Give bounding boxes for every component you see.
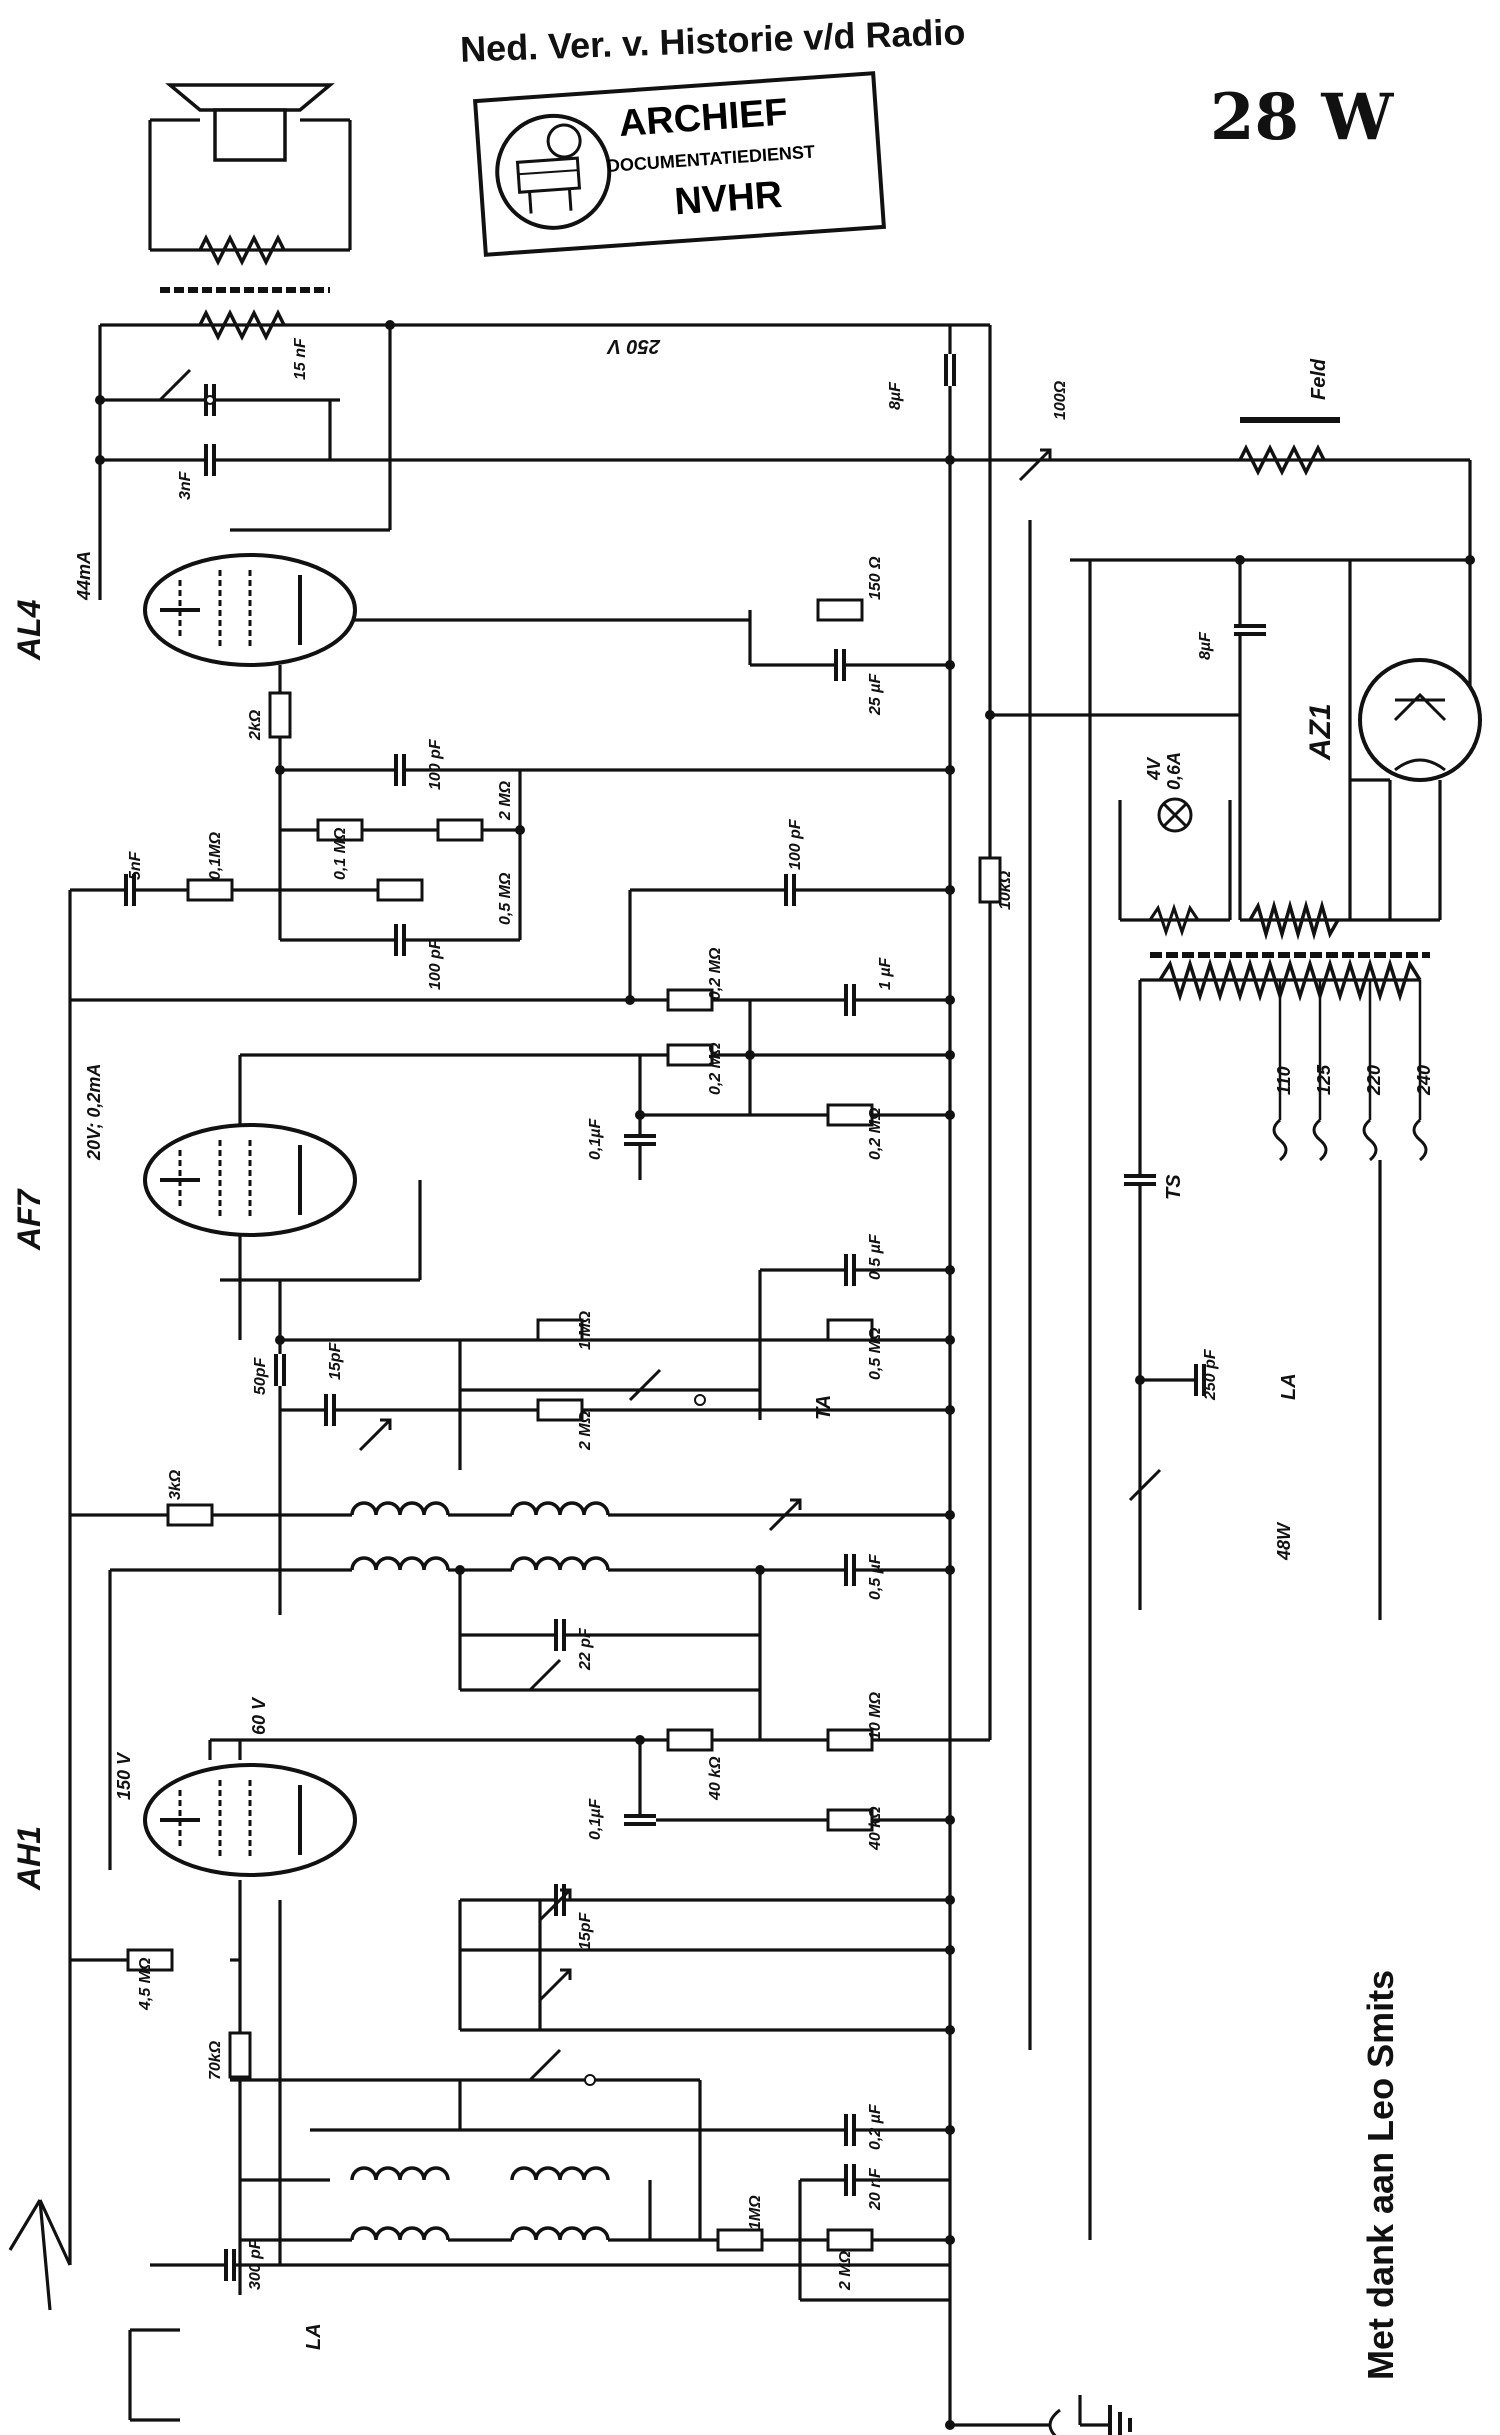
value-r05m: 0,5 MΩ — [867, 1327, 884, 1380]
value-c8uf-a: 8µF — [887, 381, 904, 410]
label-lamp-v: 4V — [1144, 756, 1164, 781]
value-c05uf-b: 0,5 µF — [867, 1553, 884, 1600]
value-c01uf-a: 0,1µF — [587, 1118, 604, 1160]
label-tap-220: 220 — [1364, 1065, 1384, 1096]
value-r70k: 70kΩ — [207, 2040, 224, 2080]
az1-tube-icon — [1358, 658, 1482, 782]
label-ta: TA — [813, 1395, 835, 1420]
value-r40k-a: 40 kΩ — [707, 1756, 724, 1801]
tube-label-ah1: AH1 — [11, 1826, 47, 1891]
value-c15pf-b: 15pF — [577, 1911, 594, 1950]
value-r02m-c: 0,2 MΩ — [867, 1107, 884, 1160]
label-tap-125: 125 — [1314, 1064, 1334, 1095]
value-r01m: 0,1MΩ — [207, 831, 224, 880]
nvhr-logo-icon — [495, 113, 612, 230]
value-r01m-b: 0,1 MΩ — [332, 827, 349, 880]
tube-label-az1: AZ1 — [1304, 703, 1337, 761]
value-pot05m: 0,5 MΩ — [497, 872, 514, 925]
value-c100pf-a: 100 pF — [427, 738, 444, 790]
value-c02uf: 0,2 µF — [867, 2103, 884, 2150]
value-r150: 150 Ω — [867, 556, 884, 600]
tube-label-af7: AF7 — [11, 1187, 47, 1251]
value-r02m-b: 0,2 MΩ — [707, 1042, 724, 1095]
value-r2k: 2kΩ — [247, 709, 264, 741]
value-c05uf-a: 0,5 µF — [867, 1233, 884, 1280]
value-r3k: 3kΩ — [167, 1469, 184, 1500]
value-c3nf: 3nF — [177, 470, 194, 500]
archive-stamp: ARCHIEF DOCUMENTATIEDIENST NVHR — [472, 71, 887, 257]
value-c01uf-b: 0,1µF — [587, 1798, 604, 1840]
wiring — [8, 118, 1472, 2427]
label-af7-op: 20V; 0,2mA — [84, 1064, 104, 1161]
label-la-mains: LA — [1278, 1373, 1300, 1400]
value-r2m-a: 2 MΩ — [497, 780, 514, 821]
value-r10m: 10 MΩ — [867, 1691, 884, 1740]
value-c1uf: 1 µF — [877, 956, 894, 990]
components — [95, 83, 1482, 2435]
label-lamp-a: 0,6A — [1164, 752, 1184, 790]
value-r10k: 10kΩ — [997, 870, 1014, 910]
model-number: 28 W — [1210, 80, 1394, 155]
value-c100pf-b: 100 pF — [427, 938, 444, 990]
value-r2m-c: 2 MΩ — [837, 2250, 854, 2291]
label-ts: TS — [1163, 1174, 1185, 1200]
label-250v: 250 V — [606, 335, 661, 357]
label-48w: 48W — [1274, 1521, 1294, 1561]
labels: AL4 AF7 AH1 AZ1 250 V 44mA 20V; 0,2mA 15… — [11, 335, 1434, 2350]
label-150v: 150 V — [114, 1751, 134, 1800]
value-c5nf: 5nF — [127, 850, 144, 880]
value-c22pf: 22 pF — [577, 1627, 594, 1671]
value-r100-pot: 100Ω — [1052, 380, 1069, 420]
value-c300pf: 300 pF — [247, 2238, 264, 2290]
value-c50pf: 50pF — [252, 1356, 269, 1395]
label-60v: 60 V — [249, 1696, 269, 1735]
value-c20nf: 20 nF — [867, 2167, 884, 2211]
label-la-antenna: LA — [303, 2323, 325, 2350]
value-r2m-b: 2 MΩ — [577, 1410, 594, 1451]
label-field: Feld — [1308, 358, 1330, 400]
value-r1m-b: 1MΩ — [747, 2195, 764, 2230]
value-c25uf: 25 µF — [867, 673, 884, 716]
speaker-icon — [165, 83, 335, 112]
tube-label-al4: AL4 — [11, 599, 47, 661]
label-tap-240: 240 — [1414, 1065, 1434, 1096]
value-r1m: 1 MΩ — [577, 1310, 594, 1350]
value-c15pf-a: 15pF — [327, 1341, 344, 1380]
label-44ma: 44mA — [74, 551, 94, 601]
value-r02m-a: 0,2 MΩ — [707, 947, 724, 1000]
value-r40k-b: 40 kΩ — [867, 1806, 884, 1851]
label-tap-110: 110 — [1274, 1066, 1294, 1095]
value-c100pf-c: 100 pF — [787, 818, 804, 870]
value-r45m: 4,5 MΩ — [137, 1957, 154, 2011]
value-c15nf: 15 nF — [292, 337, 309, 380]
credit-text: Met dank aan Leo Smits — [1360, 1969, 1401, 2380]
value-c250pf: 250 pF — [1202, 1348, 1219, 1401]
value-c8uf-b: 8µF — [1197, 631, 1214, 660]
